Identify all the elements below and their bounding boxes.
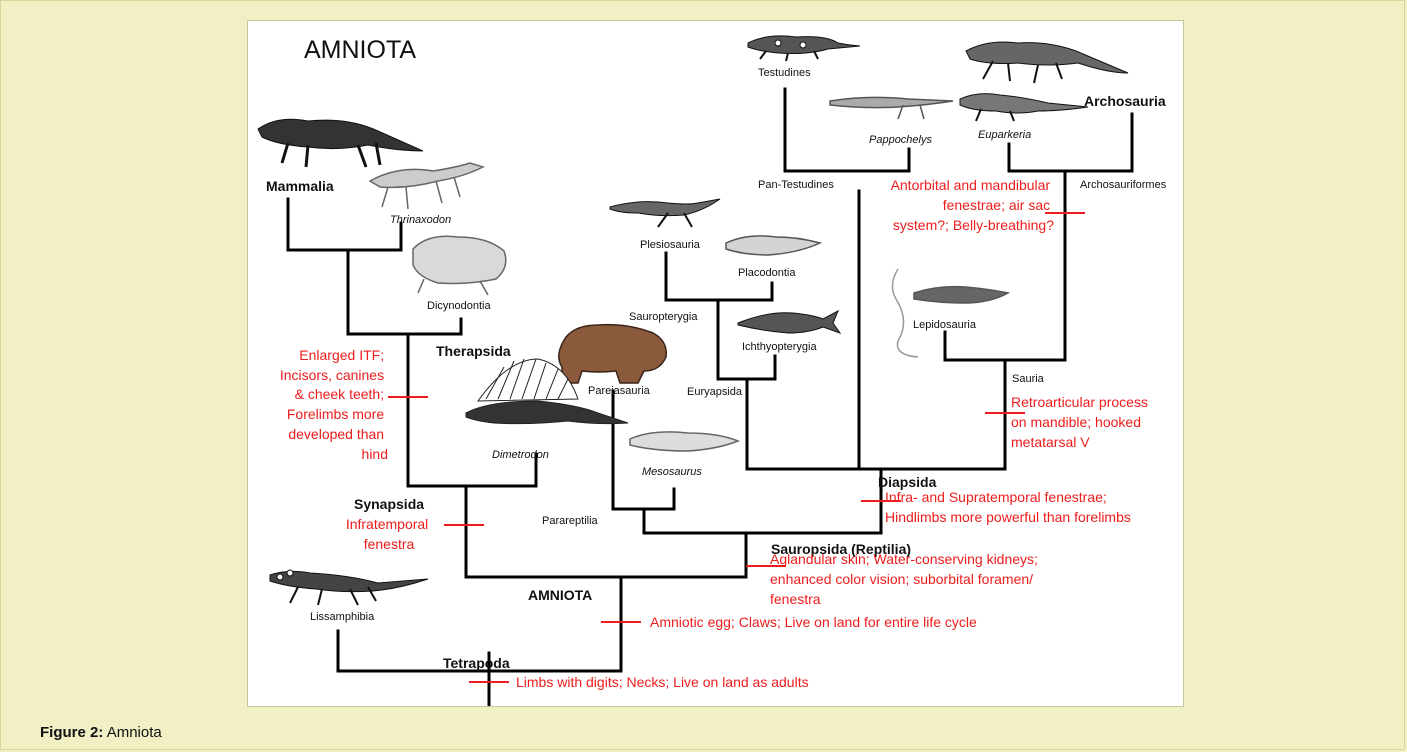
trait-sauropsida: Aglandular skin; Water-conserving kidney… — [770, 551, 1042, 607]
figure-title: AMNIOTA — [304, 36, 416, 64]
label-euryapsida: Euryapsida — [687, 386, 743, 398]
lepidosauria-skeleton-icon — [892, 269, 1008, 357]
caption-text: Amniota — [107, 724, 162, 741]
trait-line: Enlarged ITF; — [299, 347, 384, 363]
dicynodontia-skeleton-icon — [413, 236, 506, 295]
trait-line: fenestra — [770, 591, 821, 607]
trait-line: developed than — [288, 426, 384, 442]
label-pappochelys: Pappochelys — [869, 134, 932, 146]
label-diapsida: Diapsida — [878, 474, 937, 490]
trait-line: on mandible; hooked — [1011, 414, 1141, 430]
trait-line: Aglandular skin; Water-conserving kidney… — [770, 551, 1038, 567]
trait-line: system?; Belly-breathing? — [893, 217, 1054, 233]
trait-sauria: Retroarticular process on mandible; hook… — [1011, 394, 1152, 450]
label-archosauriformes: Archosauriformes — [1080, 179, 1167, 191]
label-plesiosauria: Plesiosauria — [640, 239, 701, 251]
placodontia-skeleton-icon — [726, 236, 820, 255]
trait-line: hind — [362, 446, 388, 462]
trait-line: Forelimbs more — [287, 406, 384, 422]
trait-amniota: Amniotic egg; Claws; Live on land for en… — [650, 614, 977, 630]
label-thrinaxodon: Thrinaxodon — [390, 214, 451, 226]
pappochelys-skeleton-icon — [830, 97, 953, 119]
pareiasauria-icon — [559, 325, 666, 383]
label-mammalia: Mammalia — [266, 178, 334, 194]
cladogram-figure: AMNIOTA — [247, 20, 1184, 707]
euparkeria-skeleton-icon — [960, 94, 1088, 121]
trait-diapsida: Infra- and Supratemporal fenestrae; Hind… — [885, 489, 1131, 525]
lissamphibia-skeleton-icon — [270, 570, 428, 605]
label-amniota-node: AMNIOTA — [528, 587, 592, 603]
label-ichthyopterygia: Ichthyopterygia — [742, 341, 817, 353]
trait-line: Amniotic egg; Claws; Live on land for en… — [650, 614, 977, 630]
label-mesosaurus: Mesosaurus — [642, 466, 702, 478]
label-tetrapoda: Tetrapoda — [443, 655, 510, 671]
trait-synapsida: Infratemporal fenestra — [346, 516, 432, 552]
label-testudines: Testudines — [758, 67, 811, 79]
mammalia-skeleton-icon — [258, 119, 423, 167]
label-therapsida: Therapsida — [436, 343, 511, 359]
trait-line: Hindlimbs more powerful than forelimbs — [885, 509, 1131, 525]
label-euparkeria: Euparkeria — [978, 129, 1031, 141]
trait-line: Antorbital and mandibular — [891, 177, 1051, 193]
label-placodontia: Placodontia — [738, 267, 796, 279]
trait-labels: Antorbital and mandibular fenestrae; air… — [280, 177, 1152, 690]
label-sauria: Sauria — [1012, 373, 1045, 385]
testudines-skeleton-icon — [748, 36, 860, 61]
trait-line: Infratemporal — [346, 516, 428, 532]
label-pan-testudines: Pan-Testudines — [758, 179, 834, 191]
trait-line: enhanced color vision; suborbital forame… — [770, 571, 1033, 587]
trait-line: Retroarticular process — [1011, 394, 1148, 410]
label-parareptilia: Parareptilia — [542, 515, 599, 527]
trait-line: fenestrae; air sac — [943, 197, 1050, 213]
label-pareiasauria: Pareiasauria — [588, 385, 651, 397]
mesosaurus-skeleton-icon — [630, 432, 738, 451]
trait-line: Infra- and Supratemporal fenestrae; — [885, 489, 1107, 505]
archosauria-skeleton-icon — [966, 42, 1128, 83]
trait-line: fenestra — [364, 536, 415, 552]
label-archosauria: Archosauria — [1084, 93, 1166, 109]
trait-ticks — [388, 213, 1085, 682]
trait-line: metatarsal V — [1011, 434, 1090, 450]
trait-archosauriformes: Antorbital and mandibular fenestrae; air… — [891, 177, 1055, 233]
thrinaxodon-skeleton-icon — [370, 163, 483, 209]
trait-tetrapoda: Limbs with digits; Necks; Live on land a… — [516, 674, 809, 690]
figure-caption: Figure 2: Amniota — [40, 724, 162, 741]
label-lissamphibia: Lissamphibia — [310, 611, 375, 623]
ichthyopterygia-skeleton-icon — [738, 311, 840, 333]
label-lepidosauria: Lepidosauria — [913, 319, 977, 331]
cladogram-svg: AMNIOTA — [248, 21, 1184, 707]
label-sauropterygia: Sauropterygia — [629, 311, 698, 323]
caption-prefix: Figure 2: — [40, 724, 103, 741]
trait-line: & cheek teeth; — [295, 386, 385, 402]
plesiosauria-skeleton-icon — [610, 199, 720, 227]
trait-therapsida: Enlarged ITF; Incisors, canines & cheek … — [280, 347, 388, 462]
label-dicynodontia: Dicynodontia — [427, 300, 491, 312]
label-synapsida: Synapsida — [354, 496, 424, 512]
label-dimetrodon: Dimetrodon — [492, 449, 549, 461]
trait-line: Incisors, canines — [280, 367, 384, 383]
trait-line: Limbs with digits; Necks; Live on land a… — [516, 674, 809, 690]
